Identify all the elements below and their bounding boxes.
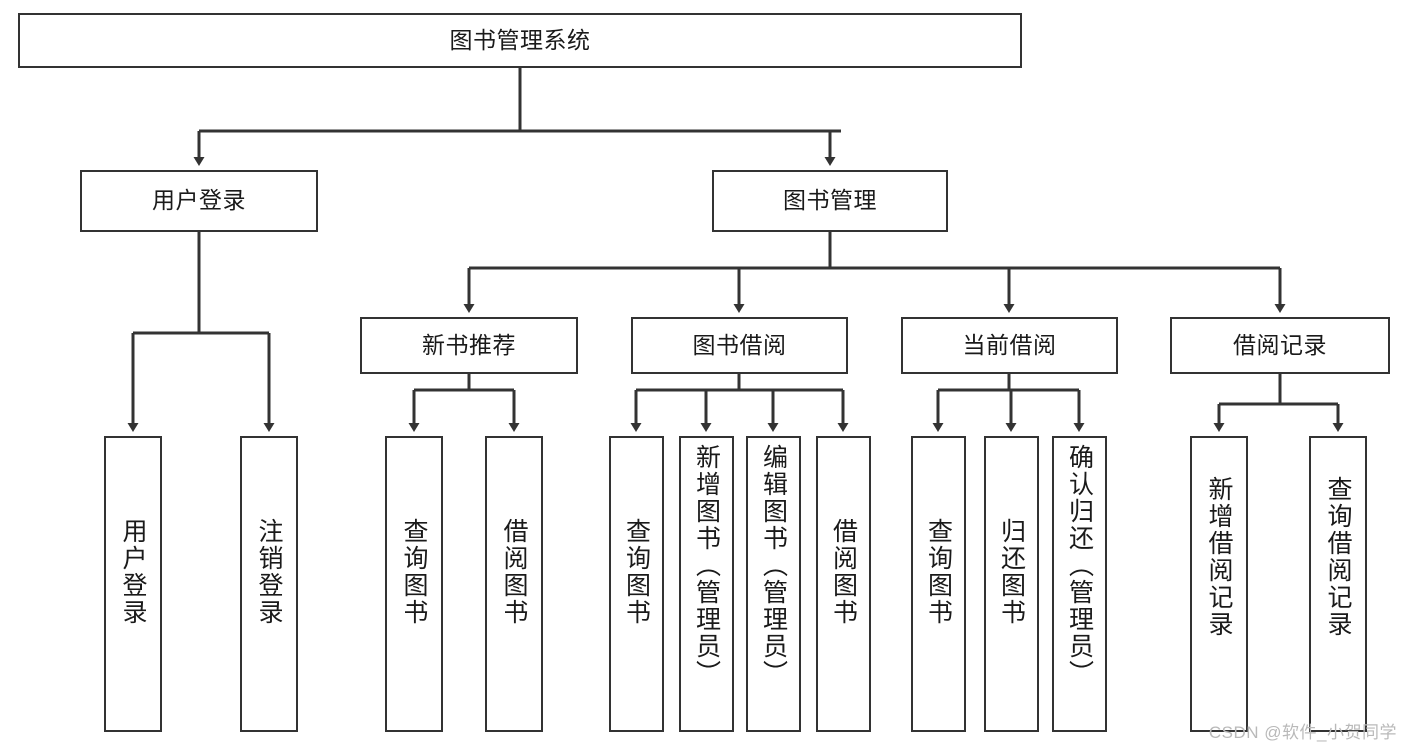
node-new-book-recommend[interactable]: 新书推荐 [360,317,578,374]
leaf-add-book-admin[interactable]: 新增图书（管理员） [679,436,734,732]
leaf-user-login[interactable]: 用户登录 [104,436,162,732]
node-user-login[interactable]: 用户登录 [80,170,318,232]
leaf-edit-book-admin[interactable]: 编辑图书（管理员） [746,436,801,732]
node-borrow-record[interactable]: 借阅记录 [1170,317,1390,374]
leaf-borrow-book-recommend[interactable]: 借阅图书 [485,436,543,732]
leaf-query-book-current[interactable]: 查询图书 [911,436,966,732]
leaf-query-borrow-record[interactable]: 查询借阅记录 [1309,436,1367,732]
leaf-add-borrow-record[interactable]: 新增借阅记录 [1190,436,1248,732]
node-book-borrow[interactable]: 图书借阅 [631,317,848,374]
node-current-borrow[interactable]: 当前借阅 [901,317,1118,374]
node-book-management[interactable]: 图书管理 [712,170,948,232]
leaf-confirm-return-admin[interactable]: 确认归还（管理员） [1052,436,1107,732]
csdn-watermark: CSDN @软件_小贺同学 [1208,723,1397,742]
leaf-return-book[interactable]: 归还图书 [984,436,1039,732]
node-root-system[interactable]: 图书管理系统 [18,13,1022,68]
leaf-query-book-recommend[interactable]: 查询图书 [385,436,443,732]
leaf-logout[interactable]: 注销登录 [240,436,298,732]
leaf-borrow-book[interactable]: 借阅图书 [816,436,871,732]
leaf-query-book-borrow[interactable]: 查询图书 [609,436,664,732]
